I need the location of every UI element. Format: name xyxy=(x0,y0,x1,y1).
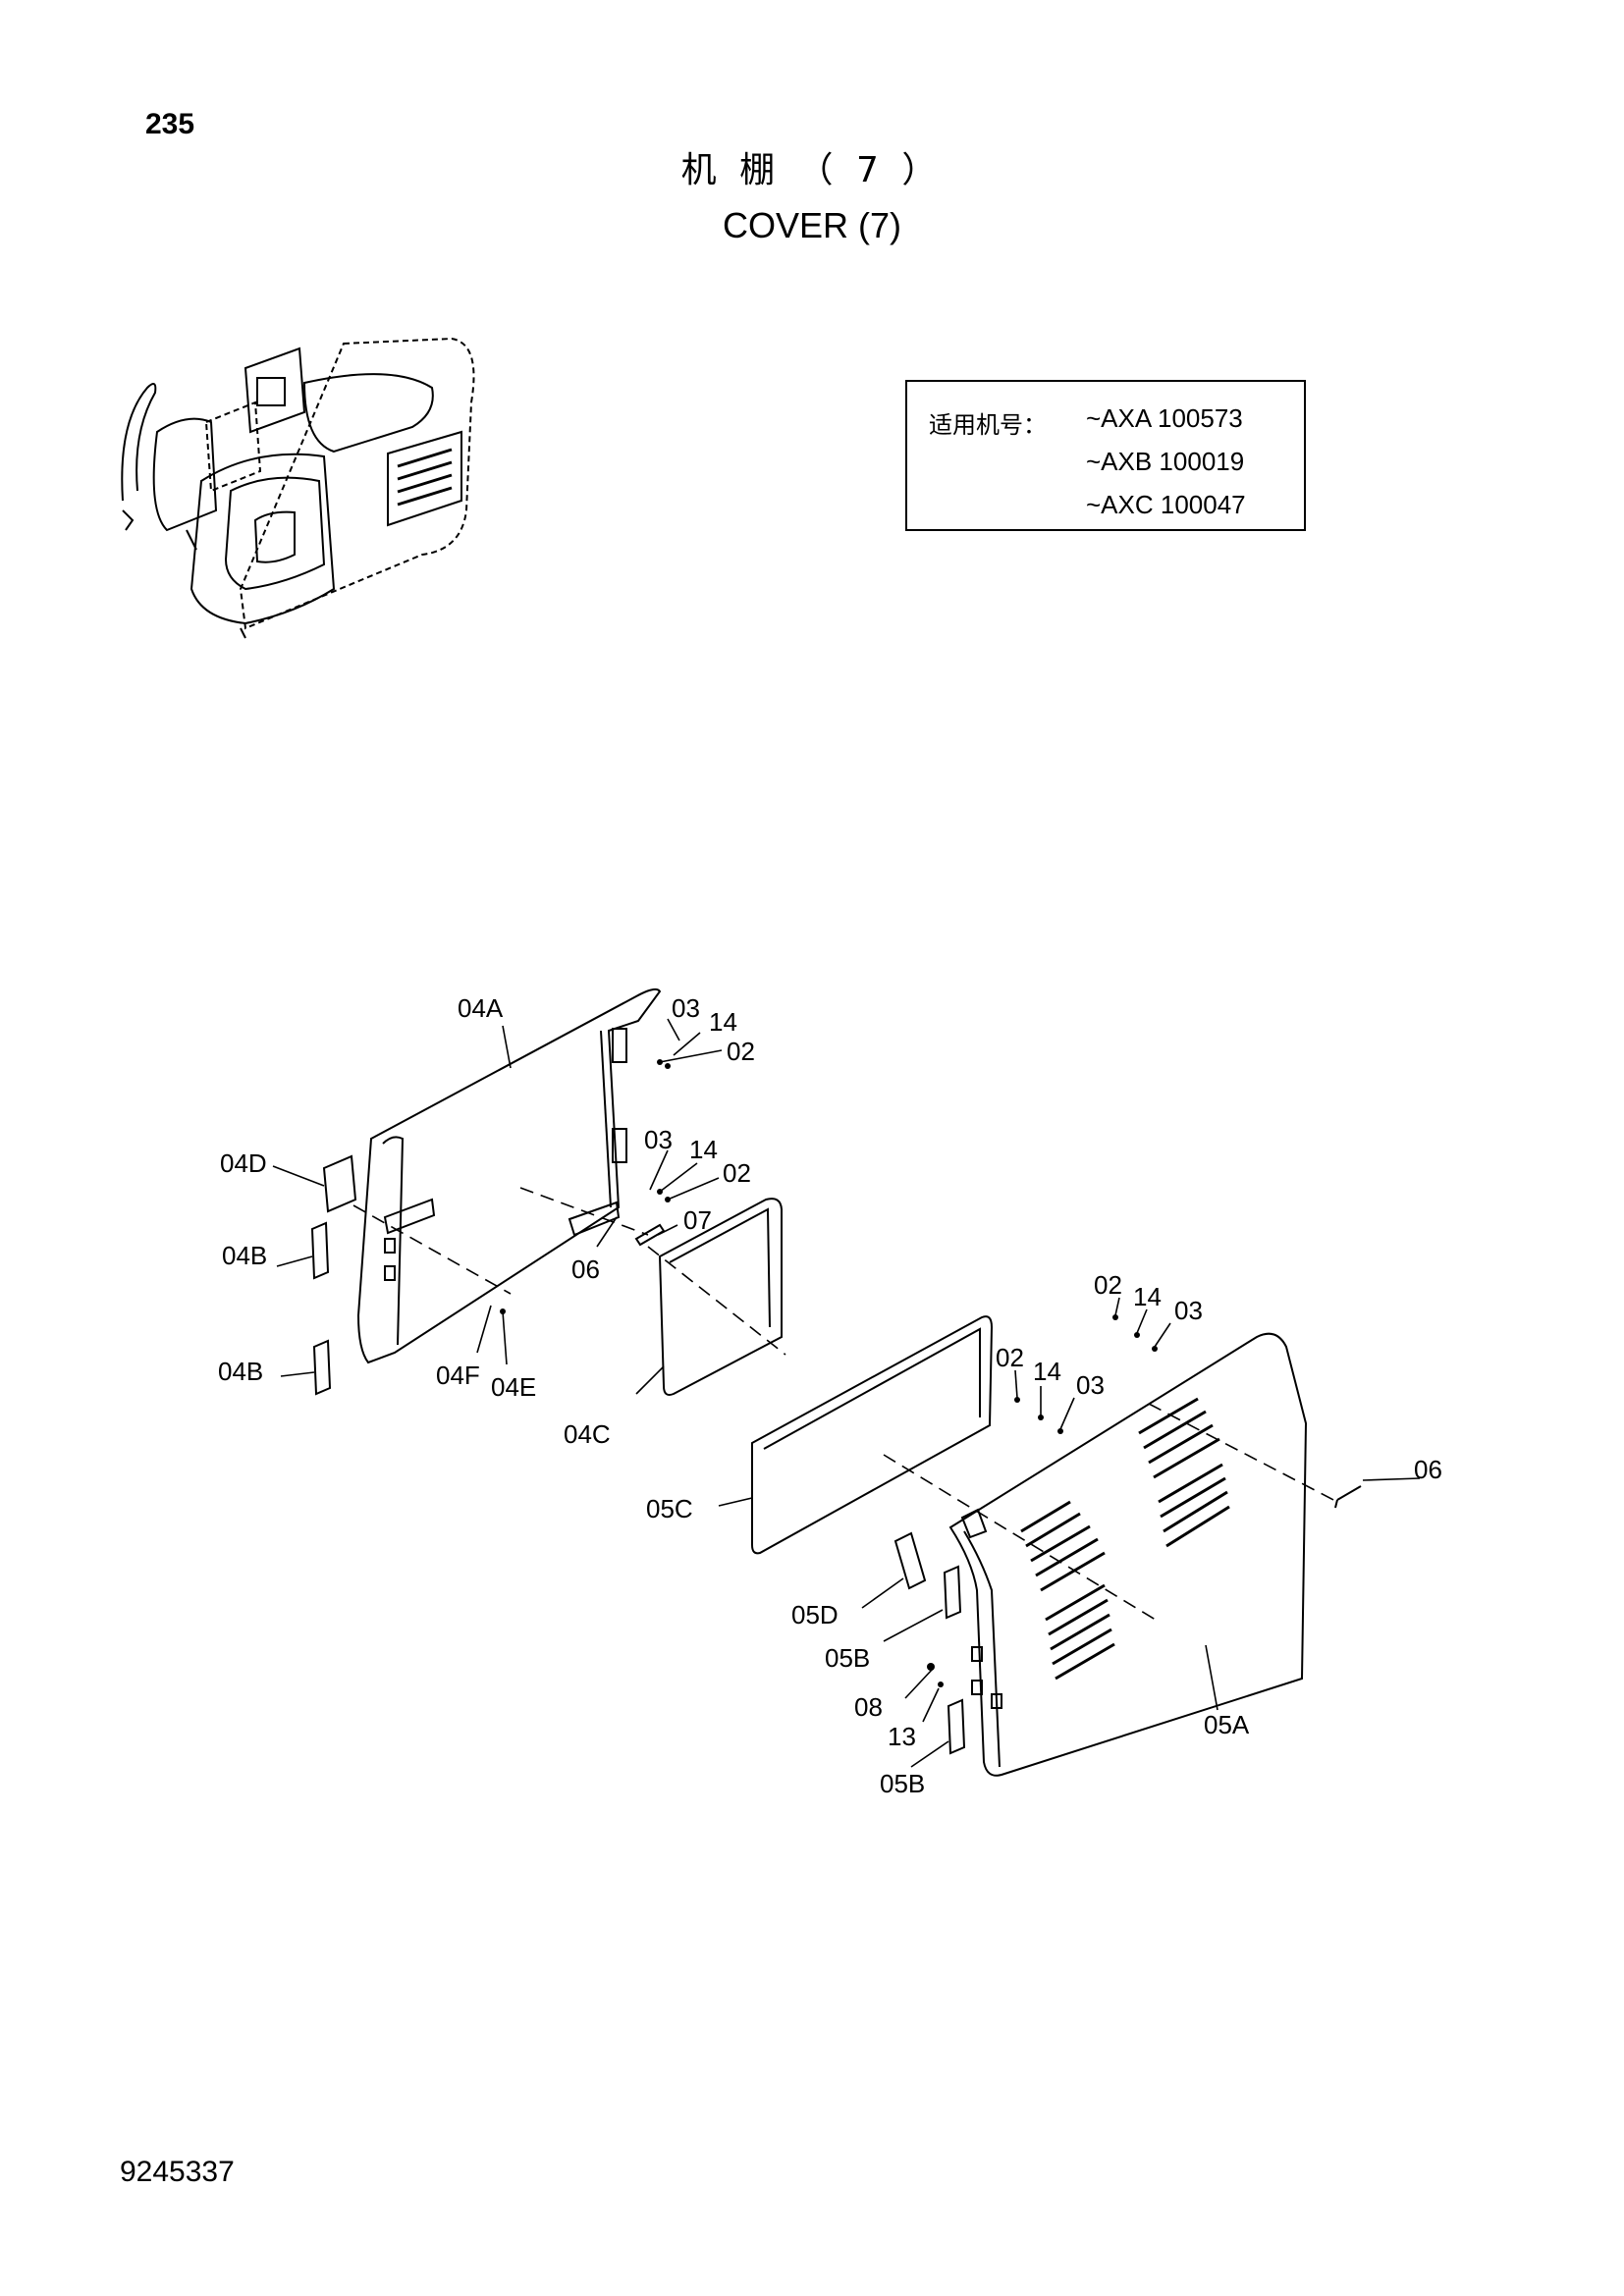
page-number: 235 xyxy=(145,108,195,140)
title-english: COVER (7) xyxy=(722,205,902,245)
callout-04e: 04E xyxy=(491,1372,536,1402)
callout-08: 08 xyxy=(854,1692,883,1722)
document-number: 9245337 xyxy=(120,2156,235,2188)
part-04b xyxy=(310,1221,332,1396)
callout-04f: 04F xyxy=(436,1361,480,1390)
callout-05b: 05B xyxy=(880,1769,925,1798)
callout-06: 06 xyxy=(571,1255,600,1284)
callout-02: 02 xyxy=(996,1343,1024,1372)
callout-04b: 04B xyxy=(222,1241,267,1270)
callout-14: 14 xyxy=(1133,1282,1162,1311)
callout-02: 02 xyxy=(727,1037,755,1066)
part-07 xyxy=(634,1223,666,1247)
part-05c xyxy=(751,1315,994,1555)
title-block: 机 棚 （ 7 ） COVER (7) xyxy=(0,147,1624,249)
callout-03: 03 xyxy=(672,993,700,1023)
panel-04a xyxy=(356,988,662,1364)
machine-overview-illustration xyxy=(121,337,475,639)
callout-04a: 04A xyxy=(458,993,504,1023)
part-05b xyxy=(943,1565,966,1755)
title-chinese: 机 棚 （ 7 ） xyxy=(680,150,944,190)
callout-05c: 05C xyxy=(646,1494,693,1523)
serial-range-axc: ~AXC 100047 xyxy=(1086,490,1246,519)
part-04d xyxy=(322,1154,357,1213)
callout-03: 03 xyxy=(644,1125,673,1154)
callout-03: 03 xyxy=(1076,1370,1105,1400)
callout-14: 14 xyxy=(689,1135,718,1164)
leader-lines xyxy=(272,1018,1421,1768)
callout-07: 07 xyxy=(683,1205,712,1235)
part-06-latch xyxy=(1334,1485,1362,1509)
callout-04b: 04B xyxy=(218,1357,263,1386)
callout-14: 14 xyxy=(1033,1357,1061,1386)
callout-03: 03 xyxy=(1174,1296,1203,1325)
applicability-box: 适用机号： ~AXA 100573 ~AXB 100019 ~AXC 10004… xyxy=(905,380,1306,531)
callout-05b: 05B xyxy=(825,1643,870,1673)
part-05d xyxy=(893,1531,927,1590)
callout-04d: 04D xyxy=(220,1148,267,1178)
callout-labels: 04A 03 14 02 03 14 02 07 06 04D 04B 04B … xyxy=(218,993,1442,1798)
part-04c xyxy=(658,1198,783,1396)
callout-02: 02 xyxy=(723,1158,751,1188)
serial-range-axa: ~AXA 100573 xyxy=(1086,403,1243,433)
applicability-label: 适用机号： xyxy=(929,411,1047,439)
callout-02: 02 xyxy=(1094,1270,1122,1300)
fastener-points xyxy=(500,1059,1158,1687)
callout-04c: 04C xyxy=(564,1419,611,1449)
panel-05a xyxy=(948,1332,1308,1777)
callout-14: 14 xyxy=(709,1007,737,1037)
callout-13: 13 xyxy=(888,1722,916,1751)
callout-05d: 05D xyxy=(791,1600,839,1629)
callout-05a: 05A xyxy=(1204,1710,1250,1739)
serial-range-axb: ~AXB 100019 xyxy=(1086,447,1245,476)
callout-06: 06 xyxy=(1414,1455,1442,1484)
